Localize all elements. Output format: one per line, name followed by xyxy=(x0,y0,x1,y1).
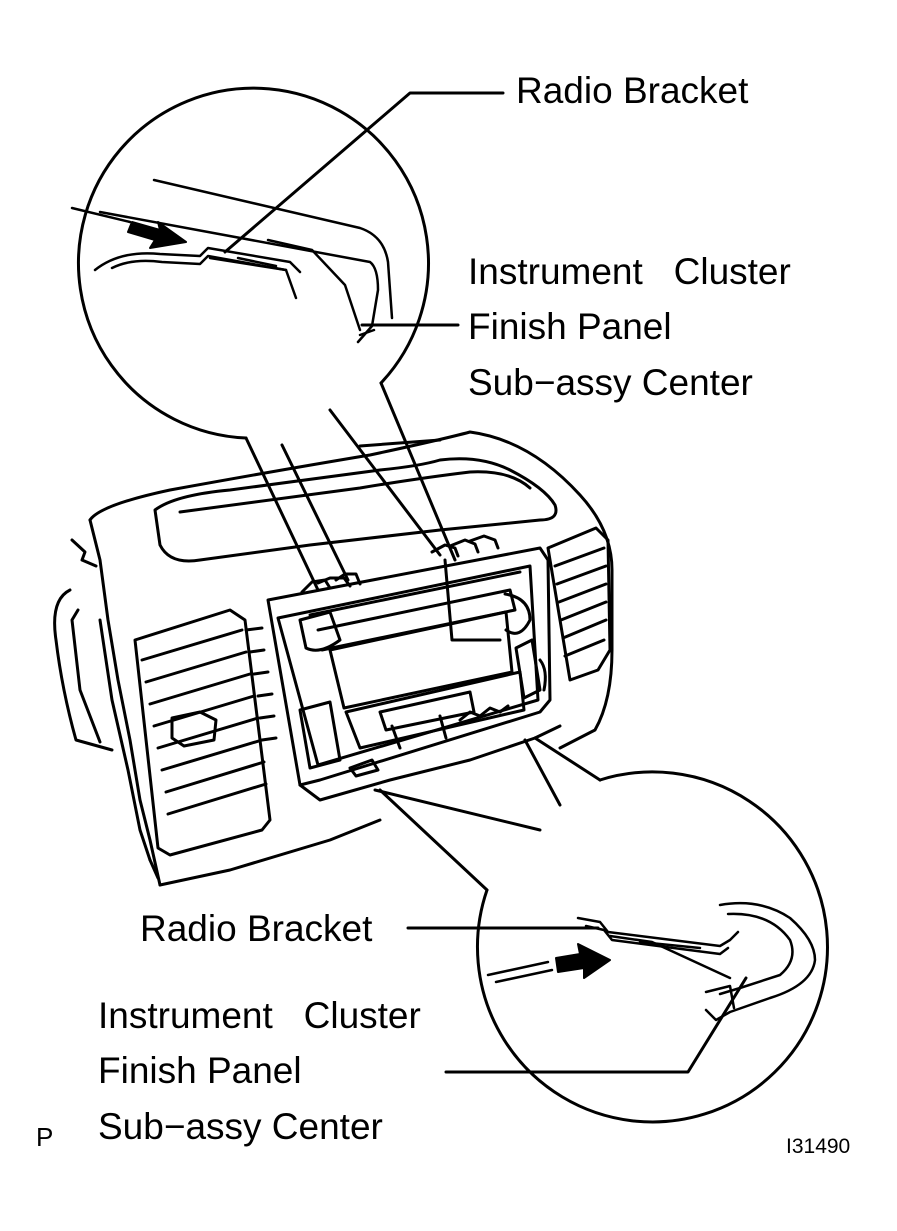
label-panel-top-line1: Instrument Cluster xyxy=(468,251,791,292)
bottom-detail-contents xyxy=(488,903,815,1020)
figure-id: I31490 xyxy=(786,1135,851,1158)
bottom-arrow-icon xyxy=(556,944,610,978)
instrument-panel xyxy=(55,432,612,885)
top-detail-contents xyxy=(72,180,392,342)
corner-letter: P xyxy=(36,1122,54,1152)
label-panel-bottom-line1: Instrument Cluster xyxy=(98,995,421,1036)
label-panel-top-line3: Sub−assy Center xyxy=(468,362,753,403)
leader-lines xyxy=(225,93,746,1072)
label-radio-bracket-top: Radio Bracket xyxy=(516,70,749,111)
label-panel-bottom-line3: Sub−assy Center xyxy=(98,1106,383,1147)
leader-radio-bracket-top xyxy=(225,93,503,252)
label-panel-top-line2: Finish Panel xyxy=(468,306,672,347)
leader-finish-panel-bottom xyxy=(446,978,746,1072)
bottom-detail-circle xyxy=(375,738,827,1122)
label-radio-bracket-bottom: Radio Bracket xyxy=(140,908,373,949)
label-panel-bottom-line2: Finish Panel xyxy=(98,1050,302,1091)
top-arrow-icon xyxy=(128,222,186,248)
top-detail-circle xyxy=(78,88,455,590)
